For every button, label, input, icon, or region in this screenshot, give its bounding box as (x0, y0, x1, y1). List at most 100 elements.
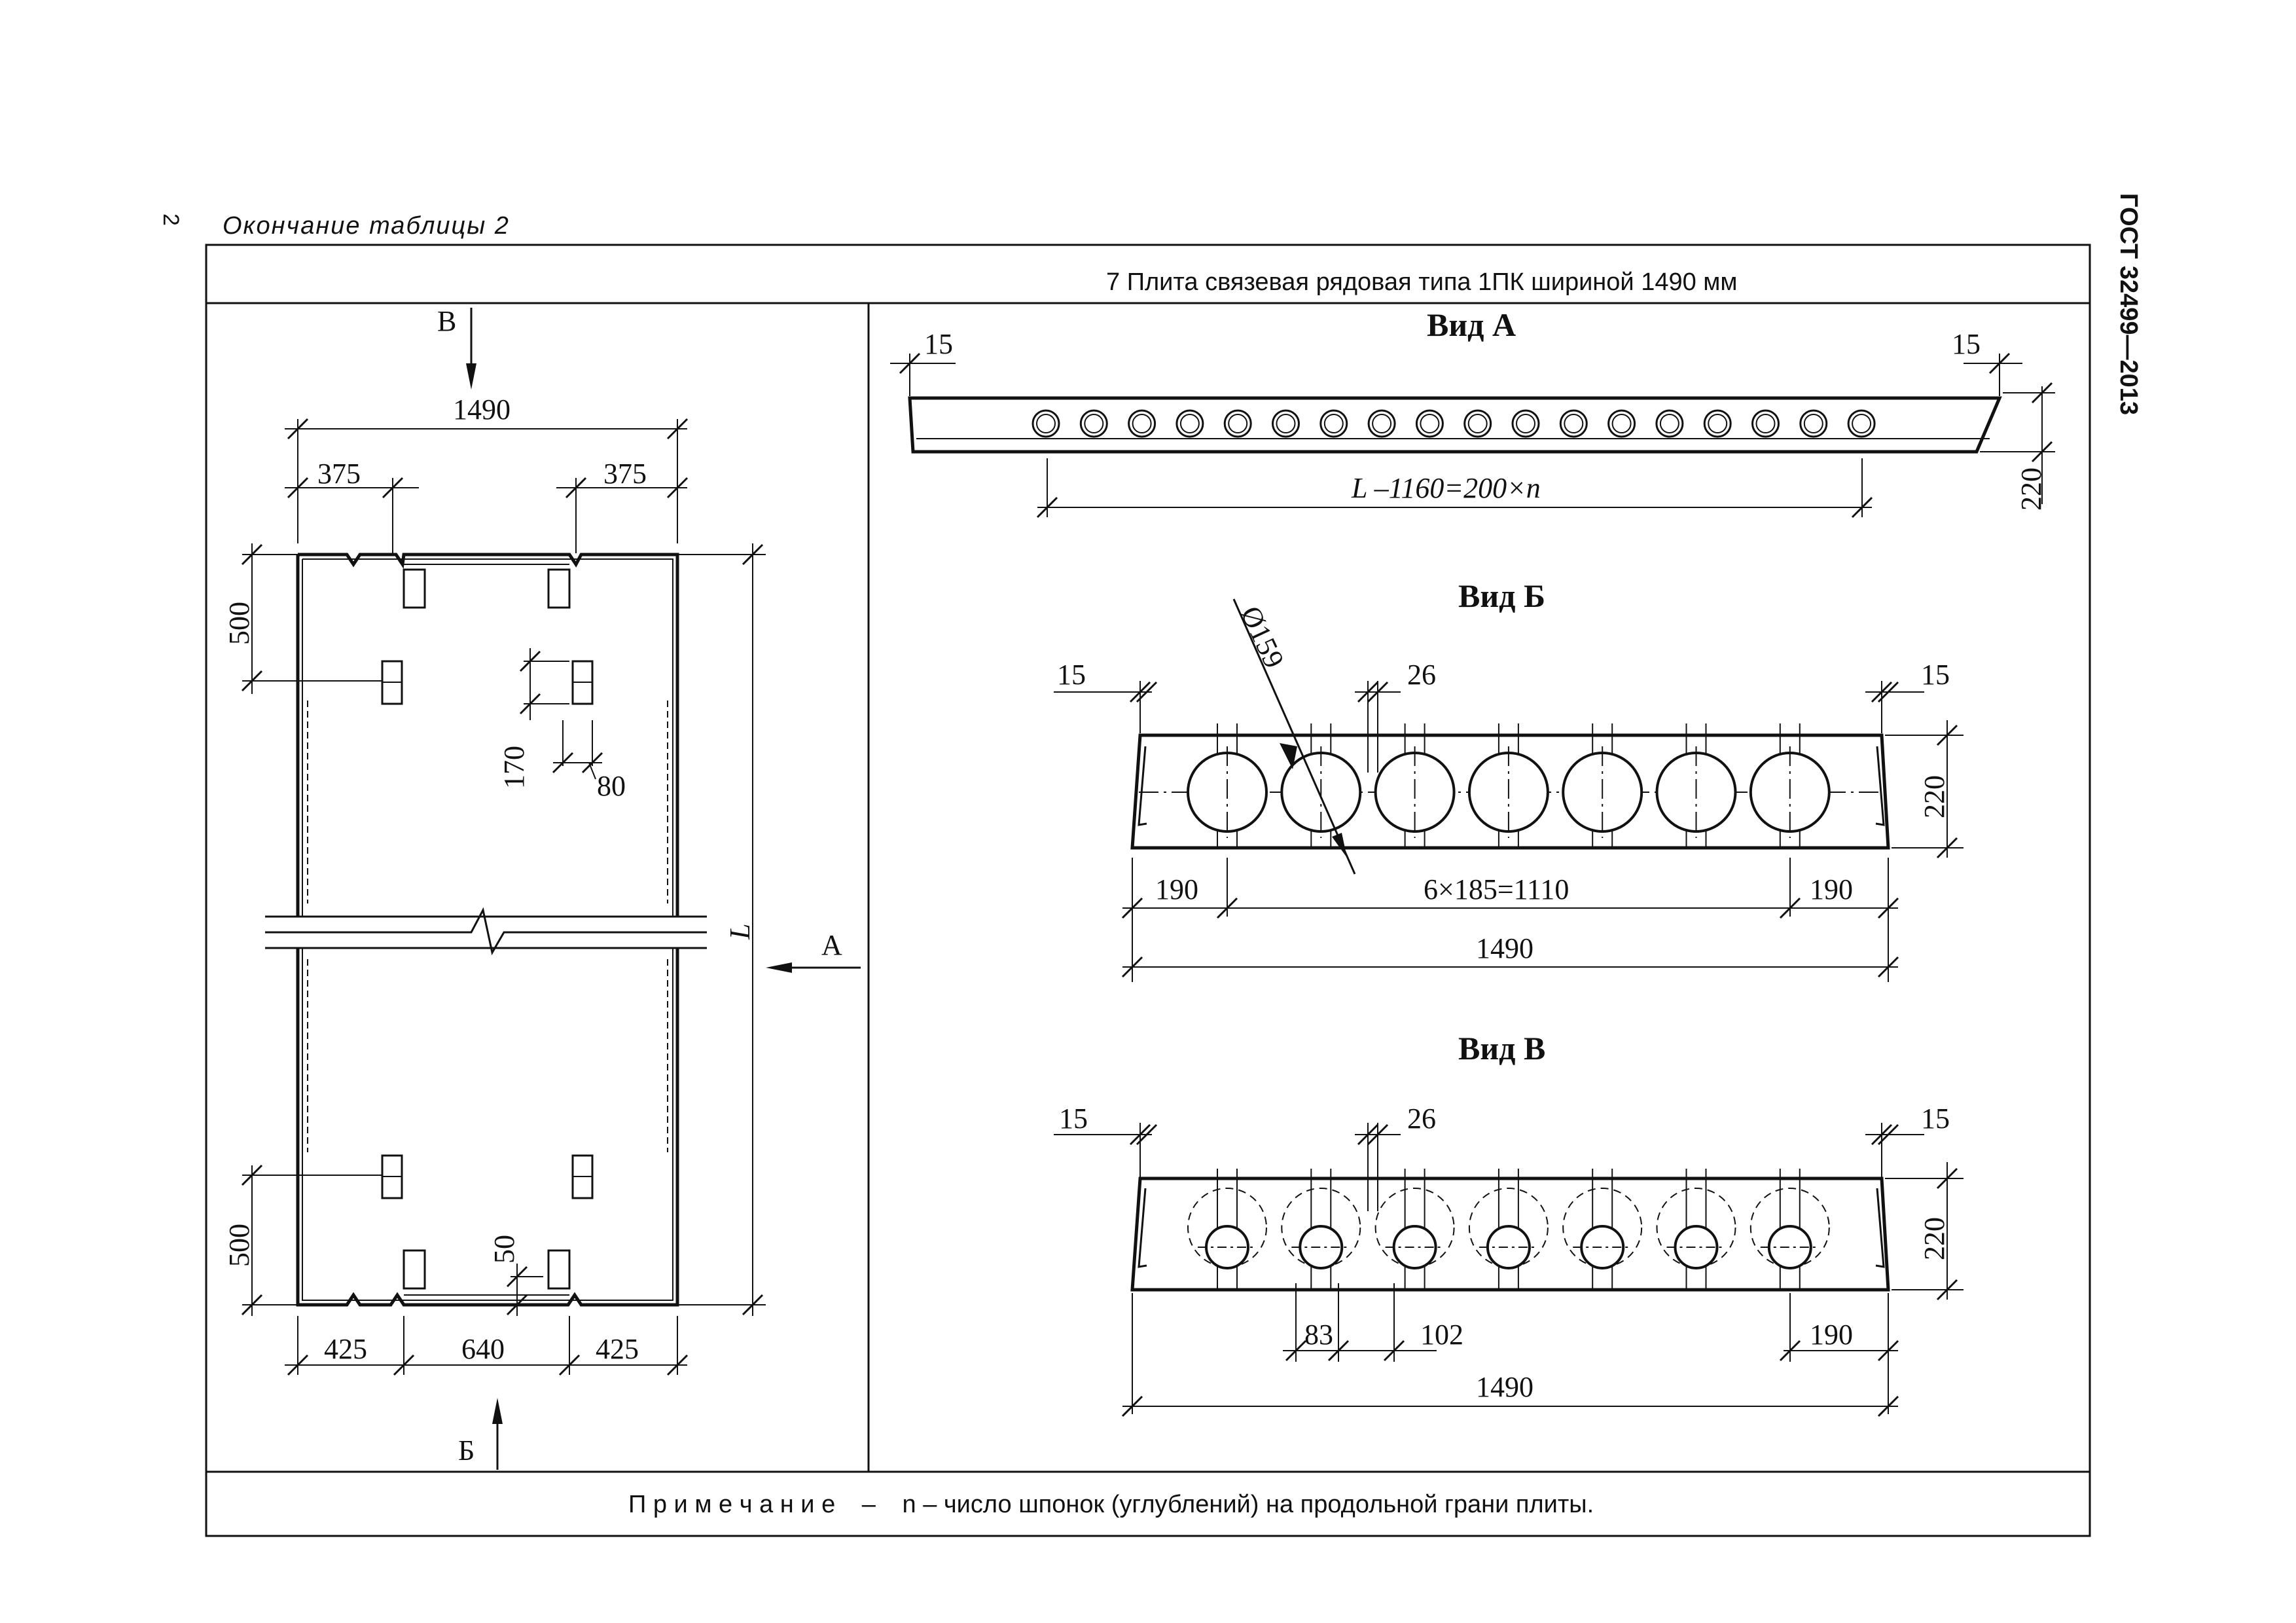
view-b-middle: 6×185=1110 (1424, 873, 1569, 905)
note-row: П р и м е ч а н и е – n – число шпонок (… (628, 1491, 1594, 1518)
view-b-left: 15 (1057, 659, 1086, 691)
view-a-core-inner (1516, 414, 1535, 433)
standard-label: ГОСТ 32499—2013 (2115, 193, 2142, 415)
view-a-core-inner (1659, 414, 1679, 433)
view-a-core-inner (1611, 414, 1632, 433)
view-v-recess (1562, 1188, 1643, 1267)
table-caption: Окончание таблицы 2 (223, 212, 510, 240)
view-v-recess (1281, 1188, 1361, 1267)
view-b-height: 220 (1918, 775, 1950, 818)
plan-side-bottom: 500 (223, 1224, 255, 1267)
note-dash: – (862, 1491, 876, 1518)
view-v-total: 1490 (1476, 1371, 1534, 1403)
view-v-labels: Вид В 15 26 15 220 83 102 190 1490 (1059, 1030, 1950, 1403)
view-a-core-inner (1467, 414, 1488, 433)
page-number: 2 (158, 213, 183, 226)
view-v-end-right: 190 (1810, 1319, 1853, 1351)
view-v-left: 15 (1059, 1103, 1088, 1135)
plan-bottom-left: 425 (324, 1333, 367, 1365)
view-a-labels: Вид А 15 15 220 L –1160=200×n (924, 306, 2047, 511)
view-mark-a: А (821, 929, 842, 961)
view-b-hollow-cores (1187, 723, 1831, 848)
view-a-core-outer (1175, 409, 1204, 438)
view-a-core-inner (1852, 414, 1872, 433)
view-a (890, 352, 2055, 519)
view-b-labels: Вид Б Ø159 15 26 15 220 190 6×185=1110 1… (1057, 577, 1950, 964)
plan-width-total: 1490 (453, 393, 511, 426)
view-v-pitch: 102 (1420, 1319, 1463, 1351)
row-title: 7 Плита связевая рядовая типа 1ПК ширино… (1106, 268, 1738, 296)
view-v-recess (1187, 1188, 1267, 1267)
view-a-core-inner (1276, 414, 1296, 433)
view-v-small: 83 (1304, 1319, 1333, 1351)
view-b-diameter: Ø159 (1234, 602, 1291, 673)
slab-plan (241, 308, 861, 1470)
plan-side-top: 500 (223, 602, 255, 645)
view-mark-v: В (437, 305, 456, 337)
view-b-end-right: 190 (1810, 873, 1853, 905)
note-text: n – число шпонок (углублений) на продоль… (903, 1491, 1594, 1518)
view-a-core-outer (1607, 409, 1636, 438)
plan-bottom-mid: 640 (461, 1333, 505, 1365)
view-a-core-outer (1463, 409, 1492, 438)
view-a-core-inner (1755, 414, 1776, 433)
view-b-title: Вид Б (1458, 577, 1545, 614)
view-a-core-inner (1708, 414, 1728, 433)
view-a-formula: L –1160=200×n (1351, 472, 1541, 504)
view-a-core-inner (1323, 414, 1344, 433)
view-v-recess (1656, 1188, 1736, 1267)
view-v-rib: 26 (1407, 1103, 1436, 1135)
view-a-height: 220 (2015, 467, 2047, 511)
view-a-right: 15 (1952, 328, 1981, 360)
view-v (1054, 1123, 1964, 1417)
view-a-core-outer (1031, 409, 1060, 438)
view-b (1054, 598, 1964, 982)
view-a-core-outer (1128, 409, 1157, 438)
view-a-core-outer (1703, 409, 1732, 438)
view-a-core-inner (1420, 414, 1440, 433)
view-a-left: 15 (924, 328, 953, 360)
plan-labels: В 1490 375 375 500 500 170 80 50 L А 425… (223, 305, 842, 1467)
view-a-core-inner (1036, 414, 1056, 433)
view-b-right: 15 (1921, 659, 1950, 691)
note-label: П р и м е ч а н и е (628, 1491, 835, 1518)
view-a-hollow-cores (1031, 409, 1876, 438)
view-v-recess (1749, 1188, 1830, 1267)
view-a-core-outer (1511, 409, 1540, 438)
view-v-height: 220 (1918, 1217, 1950, 1260)
view-a-core-inner (1228, 414, 1248, 433)
view-mark-b: Б (458, 1434, 475, 1467)
view-a-core-inner (1803, 414, 1823, 433)
view-b-total: 1490 (1476, 932, 1534, 964)
view-a-core-outer (1847, 409, 1876, 438)
view-a-core-outer (1655, 409, 1684, 438)
view-a-core-inner (1372, 414, 1392, 433)
view-b-rib: 26 (1407, 659, 1436, 691)
plan-slot-width: 80 (597, 770, 626, 802)
view-v-cores-and-recesses (1187, 1169, 1830, 1290)
view-v-recess (1374, 1188, 1455, 1267)
view-a-core-outer (1751, 409, 1780, 438)
view-a-core-outer (1367, 409, 1396, 438)
plan-top-left: 375 (317, 458, 361, 490)
view-a-core-inner (1564, 414, 1584, 433)
plan-length: L (724, 924, 756, 940)
view-a-core-inner (1179, 414, 1200, 433)
view-a-core-outer (1223, 409, 1252, 438)
plan-top-right: 375 (603, 458, 647, 490)
plan-slot-height: 170 (498, 746, 530, 789)
view-a-core-outer (1559, 409, 1588, 438)
view-a-core-inner (1132, 414, 1152, 433)
view-a-core-outer (1079, 409, 1108, 438)
plan-gap: 50 (488, 1235, 520, 1264)
view-a-core-outer (1415, 409, 1444, 438)
view-a-core-outer (1319, 409, 1348, 438)
view-a-core-outer (1799, 409, 1828, 438)
table-frame (205, 244, 2091, 1537)
view-a-core-outer (1272, 409, 1300, 438)
view-a-core-inner (1084, 414, 1104, 433)
plan-bottom-right: 425 (596, 1333, 639, 1365)
view-v-right: 15 (1921, 1103, 1950, 1135)
view-v-title: Вид В (1458, 1030, 1545, 1067)
